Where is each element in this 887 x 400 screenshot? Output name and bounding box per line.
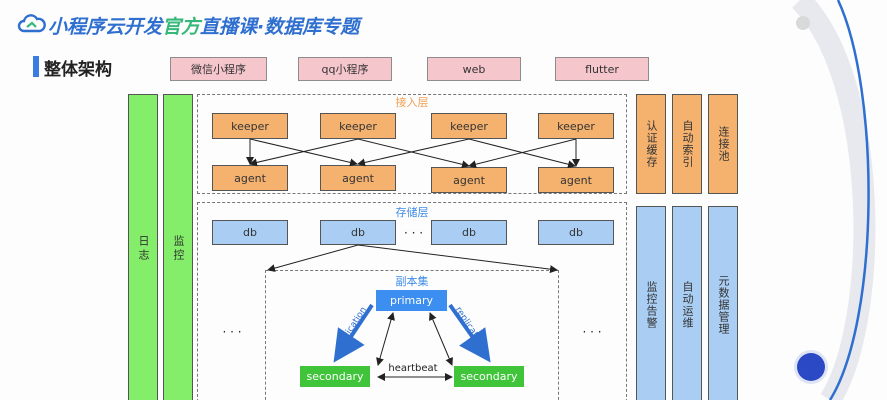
keeper-box: keeper <box>320 113 396 139</box>
section-title: 整体架构 <box>44 60 112 80</box>
client-qq-miniprogram: qq小程序 <box>298 57 392 81</box>
db-box: db <box>431 220 507 245</box>
page-title: 小程序云开发官方直播课·数据库专题 <box>48 12 359 38</box>
keeper-box: keeper <box>431 113 507 139</box>
keeper-box: keeper <box>212 113 288 139</box>
auth-cache-column: 认证缓存 <box>636 94 666 194</box>
agent-box: agent <box>212 165 288 191</box>
monitor-alert-column: 监控告警 <box>636 206 666 400</box>
right-ellipsis: · · · <box>582 325 602 339</box>
title-part-1: 小程序云开发 <box>48 16 163 38</box>
client-wechat-miniprogram: 微信小程序 <box>170 57 267 81</box>
log-column-label: 日志 <box>137 235 150 263</box>
title-part-3: 直播课·数据库专题 <box>200 16 360 38</box>
left-ellipsis: · · · <box>222 325 242 339</box>
access-layer-frame <box>197 94 627 194</box>
replica-set-frame <box>265 270 559 400</box>
monitor-column-label: 监控 <box>172 235 185 263</box>
log-column: 日志 <box>128 94 158 400</box>
auto-index-column: 自动索引 <box>672 94 702 194</box>
connection-pool-label: 连接池 <box>717 126 730 162</box>
heartbeat-label: heartbeat <box>388 362 438 374</box>
auth-cache-label: 认证缓存 <box>645 120 658 168</box>
agent-box: agent <box>538 167 614 193</box>
db-box: db <box>212 220 288 245</box>
connection-pool-column: 连接池 <box>708 94 738 194</box>
decor-dot-icon <box>796 16 810 30</box>
client-flutter: flutter <box>555 57 649 81</box>
db-box: db <box>538 220 614 245</box>
db-ellipsis: · · · <box>403 226 424 240</box>
monitor-column: 监控 <box>163 94 193 400</box>
secondary-node: secondary <box>454 366 524 387</box>
auto-ops-column: 自动运维 <box>672 206 702 400</box>
monitor-alert-label: 监控告警 <box>645 281 658 329</box>
secondary-node: secondary <box>300 366 370 387</box>
auto-ops-label: 自动运维 <box>681 281 694 329</box>
primary-node: primary <box>376 290 447 311</box>
cloud-logo-icon <box>17 14 46 33</box>
title-part-2: 官方 <box>162 16 201 38</box>
section-marker-icon <box>33 56 39 77</box>
storage-layer-label: 存储层 <box>395 206 429 219</box>
agent-box: agent <box>431 167 507 193</box>
replica-set-label: 副本集 <box>395 275 429 288</box>
client-web: web <box>427 57 521 81</box>
access-layer-label: 接入层 <box>395 96 429 109</box>
db-box: db <box>320 220 396 245</box>
keeper-box: keeper <box>538 113 614 139</box>
storage-layer-frame <box>197 202 627 400</box>
decor-circle-icon <box>797 353 825 381</box>
auto-index-label: 自动索引 <box>681 120 694 168</box>
agent-box: agent <box>320 165 396 191</box>
metadata-mgmt-label: 元数据管理 <box>717 275 730 335</box>
metadata-mgmt-column: 元数据管理 <box>708 206 738 400</box>
